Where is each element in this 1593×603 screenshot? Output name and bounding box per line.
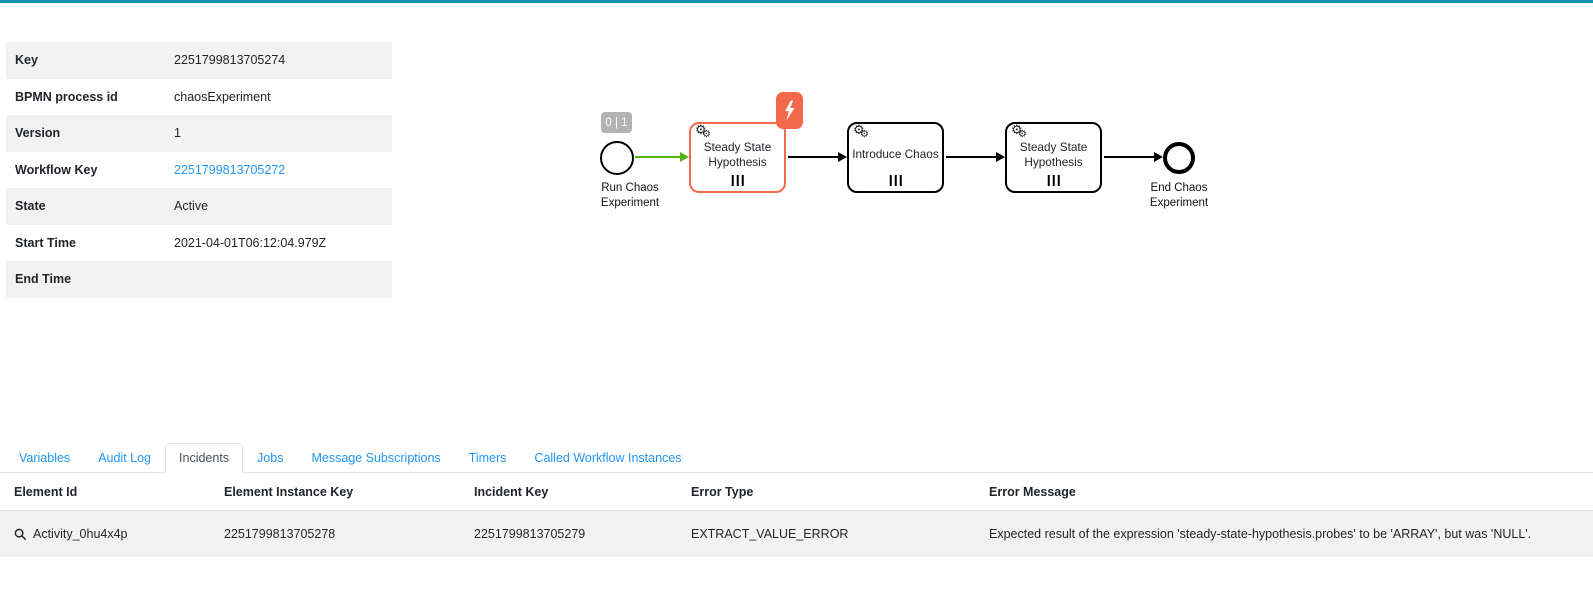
- tab-jobs[interactable]: Jobs: [257, 451, 284, 465]
- search-icon[interactable]: [14, 528, 27, 541]
- workflow-key-link[interactable]: 2251799813705272: [174, 162, 286, 177]
- service-task-gears-icon: ⚙⚙: [1011, 123, 1027, 140]
- end-event[interactable]: [1163, 142, 1195, 174]
- arrowhead-icon: [680, 152, 689, 162]
- active-sequence-flow: [635, 152, 689, 162]
- task-label: Steady State Hypothesis: [703, 139, 772, 169]
- top-nav-bar: [0, 0, 1593, 3]
- detail-value: 2251799813705274: [174, 53, 286, 68]
- tab-incidents[interactable]: Incidents: [165, 443, 244, 473]
- sequence-flow: [946, 152, 1005, 162]
- detail-label: BPMN process id: [15, 89, 118, 104]
- incidents-header-row: Element Id Element Instance Key Incident…: [0, 474, 1593, 511]
- detail-row-version: Version 1: [6, 115, 392, 152]
- detail-row-workflow-key: Workflow Key 2251799813705272: [6, 152, 392, 189]
- multi-instance-marker: [1047, 175, 1060, 186]
- incident-error-message: Expected result of the expression 'stead…: [989, 527, 1532, 541]
- detail-row-end-time: End Time: [6, 261, 392, 298]
- task-introduce-chaos[interactable]: ⚙⚙ Introduce Chaos: [847, 122, 944, 193]
- detail-label: Key: [15, 53, 38, 68]
- detail-row-state: State Active: [6, 188, 392, 225]
- incident-element-instance-key: 2251799813705278: [224, 527, 336, 541]
- detail-label: Start Time: [15, 235, 76, 250]
- incident-row: Activity_0hu4x4p 2251799813705278 225179…: [0, 510, 1593, 557]
- task-label: Steady State Hypothesis: [1019, 139, 1088, 169]
- detail-label: Workflow Key: [15, 162, 98, 177]
- task-steady-state-hypothesis-2[interactable]: ⚙⚙ Steady State Hypothesis: [1005, 122, 1102, 193]
- tab-audit-log[interactable]: Audit Log: [98, 451, 152, 465]
- header-error-type: Error Type: [691, 474, 989, 511]
- header-error-message: Error Message: [989, 474, 1593, 511]
- incidents-table: Element Id Element Instance Key Incident…: [0, 474, 1593, 557]
- incident-marker[interactable]: [776, 92, 803, 129]
- detail-tabs: Variables Audit Log Incidents Jobs Messa…: [0, 443, 1593, 473]
- task-label: Introduce Chaos: [852, 147, 939, 162]
- sequence-flow: [1104, 152, 1163, 162]
- detail-value: chaosExperiment: [174, 89, 271, 104]
- tab-called-workflow-instances[interactable]: Called Workflow Instances: [534, 451, 682, 465]
- instance-counter-badge: 0 | 1: [601, 112, 632, 133]
- service-task-gears-icon: ⚙⚙: [853, 123, 869, 140]
- multi-instance-marker: [731, 175, 744, 186]
- detail-row-start-time: Start Time 2021-04-01T06:12:04.979Z: [6, 225, 392, 262]
- tab-timers[interactable]: Timers: [468, 451, 507, 465]
- header-element-instance-key: Element Instance Key: [224, 474, 474, 511]
- start-event-label: Run Chaos Experiment: [600, 182, 660, 209]
- detail-value: Active: [174, 199, 209, 214]
- bpmn-diagram: 0 | 1 Run Chaos Experiment ⚙⚙ Steady Sta…: [600, 92, 1209, 209]
- header-incident-key: Incident Key: [474, 474, 691, 511]
- incident-element-id: Activity_0hu4x4p: [33, 527, 128, 541]
- sequence-flow: [788, 152, 847, 162]
- tab-variables[interactable]: Variables: [19, 451, 71, 465]
- incident-error-type: EXTRACT_VALUE_ERROR: [691, 527, 849, 541]
- instance-details-table: Key 2251799813705274 BPMN process id cha…: [6, 42, 392, 298]
- detail-label: State: [15, 199, 46, 214]
- arrowhead-icon: [838, 152, 847, 162]
- end-event-label: End Chaos Experiment: [1149, 182, 1209, 209]
- tab-message-subscriptions[interactable]: Message Subscriptions: [311, 451, 441, 465]
- incident-key: 2251799813705279: [474, 527, 586, 541]
- detail-value: 1: [174, 126, 181, 141]
- detail-label: Version: [15, 126, 61, 141]
- multi-instance-marker: [889, 175, 902, 186]
- service-task-gears-icon: ⚙⚙: [695, 123, 711, 140]
- detail-row-bpmn-process-id: BPMN process id chaosExperiment: [6, 79, 392, 116]
- start-event[interactable]: [600, 141, 634, 175]
- lightning-bolt-icon: [785, 100, 795, 121]
- arrowhead-icon: [1154, 152, 1163, 162]
- detail-value: 2021-04-01T06:12:04.979Z: [174, 235, 327, 250]
- header-element-id: Element Id: [0, 474, 224, 511]
- task-steady-state-hypothesis-1[interactable]: ⚙⚙ Steady State Hypothesis: [689, 122, 786, 193]
- detail-row-key: Key 2251799813705274: [6, 42, 392, 79]
- detail-label: End Time: [15, 272, 72, 287]
- arrowhead-icon: [996, 152, 1005, 162]
